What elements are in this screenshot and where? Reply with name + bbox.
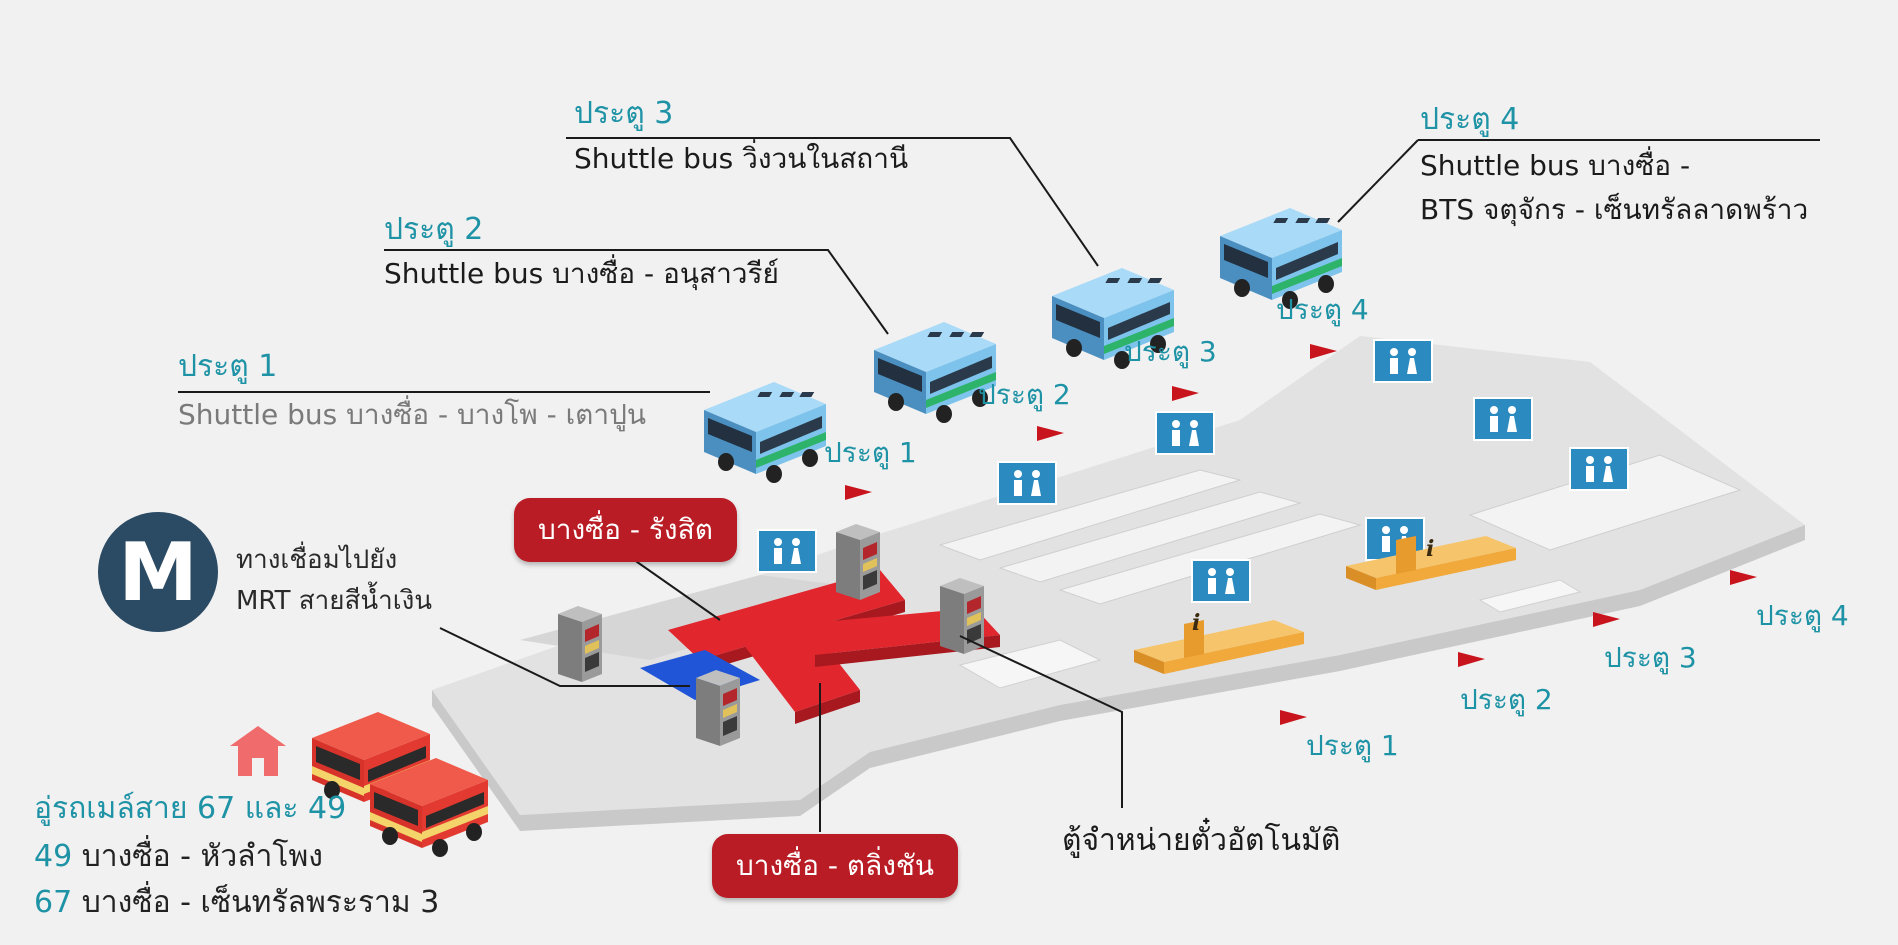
gate-arrow-icon [1172,386,1199,401]
lower-gate-4-label: ประตู 4 [1756,599,1849,632]
restroom-sign-icon [1155,411,1215,455]
gate-arrow-icon [1593,612,1620,627]
gate-2-route: Shuttle bus บางซื่อ - อนุสาวรีย์ [384,257,779,290]
lower-gate-3-label: ประตู 3 [1604,641,1697,674]
gate-3-route: Shuttle bus วิ่งวนในสถานี [574,142,909,175]
restroom-sign-icon [1473,397,1533,441]
platform-rangsit-label: บางซื่อ - รังสิต [514,498,737,562]
bus-route-desc: บางซื่อ - เซ็นทรัลพระราม 3 [81,885,440,920]
home-icon [230,726,286,776]
mrt-logo: M [98,512,218,632]
leader-lines [178,137,1820,832]
ticket-machine-icon [696,670,740,746]
bus-route-67: 67 บางซื่อ - เซ็นทรัลพระราม 3 [34,884,439,922]
info-marker: i [1426,536,1434,562]
upper-gate-1-label: ประตู 1 [824,436,917,469]
restroom-sign-icon [1191,559,1251,603]
gate-4-route-line1: Shuttle bus บางซื่อ - [1420,149,1691,182]
gate-arrow-icon [1037,426,1064,441]
ticket-machine-icon [836,524,880,600]
shuttle-bus-icon [704,382,826,483]
bus-route-number: 49 [34,839,73,874]
bus-route-desc: บางซื่อ - หัวลำโพง [81,839,323,874]
mrt-logo-letter: M [118,526,198,619]
platform-taling-chan-label: บางซื่อ - ตลิ่งชัน [712,834,959,898]
upper-gate-4-label: ประตู 4 [1276,293,1369,326]
station-floor [432,336,1805,831]
lower-gate-1-label: ประตู 1 [1306,729,1399,762]
upper-gate-2-label: ประตู 2 [978,378,1071,411]
ticket-machine-icon [940,578,984,654]
gate-arrow-icon [1280,710,1307,725]
gate-arrow-icon [845,485,872,500]
gate-arrow-icon [1458,652,1485,667]
bus-route-49: 49 บางซื่อ - หัวลำโพง [34,838,323,876]
mrt-connection-line2: MRT สายสีน้ำเงิน [236,586,433,616]
restroom-sign-icon [1569,447,1629,491]
restroom-sign-icon [757,529,817,573]
ticket-machine-label: ตู้จำหน่ายตั๋วอัตโนมัติ [1062,823,1341,858]
gate-arrow-icon [1310,344,1337,359]
gate-2-title: ประตู 2 [384,212,484,247]
lower-gate-2-label: ประตู 2 [1460,683,1553,716]
gate-4-route-line2: BTS จตุจักร - เซ็นทรัลลาดพร้าว [1420,193,1809,226]
gate-1-route: Shuttle bus บางซื่อ - บางโพ - เตาปูน [178,398,646,431]
upper-gate-3-label: ประตู 3 [1124,335,1217,368]
mrt-connection-line1: ทางเชื่อมไปยัง [236,545,398,575]
restroom-sign-icon [1373,339,1433,383]
info-marker: i [1192,610,1200,636]
gate-arrow-icons [845,344,1757,725]
gate-3-title: ประตู 3 [574,96,674,131]
gate-4-title: ประตู 4 [1420,102,1520,137]
ticket-machine-icon [558,606,602,682]
restroom-sign-icon [997,461,1057,505]
gate-arrow-icon [1730,570,1757,585]
bus-route-number: 67 [34,885,73,920]
gate-1-title: ประตู 1 [178,349,278,384]
bus-depot-label: อู่รถเมล์สาย 67 และ 49 [34,791,347,826]
